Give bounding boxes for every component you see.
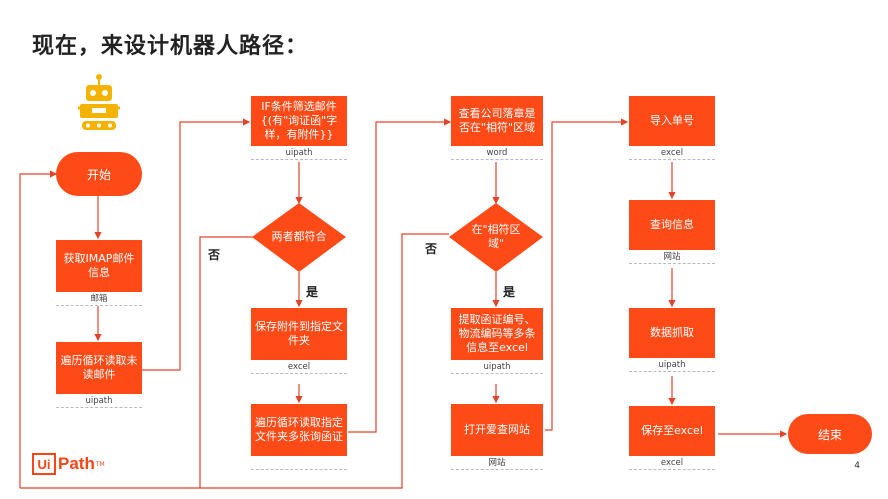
arrow-return-to-start: [19, 170, 58, 488]
label-no: 否: [208, 248, 221, 262]
robot-icon: [78, 74, 120, 130]
tag-website: 网站: [451, 457, 543, 470]
arrow-loop2-to-check: [348, 118, 452, 433]
page-number: 4: [854, 461, 860, 471]
arrow-loop-to-filter: [142, 118, 251, 371]
step-extract-info: 提取函证编号、物流编码等多条信息至excel: [451, 308, 543, 360]
step-open-website: 打开爱查网站: [451, 404, 543, 456]
decision-both-match: 两者都符合: [271, 230, 327, 243]
end-terminal: 结束: [788, 414, 872, 454]
step-loop-unread-mail: 遍历循环读取未读邮件: [56, 342, 142, 394]
logo-trademark: TM: [95, 460, 105, 468]
label-no: 否: [425, 242, 438, 256]
label-yes: 是: [306, 285, 319, 299]
page-title: 现在，来设计机器人路径：: [32, 34, 309, 59]
logo-mark: Ui: [32, 453, 56, 475]
tag-mailbox: 邮箱: [56, 293, 142, 306]
step-save-to-excel: 保存至excel: [629, 406, 715, 456]
step-check-stamp: 查看公司落章是否在"相符"区域: [451, 96, 543, 146]
tag-uipath: uipath: [451, 361, 543, 374]
tag-empty: [251, 457, 347, 470]
tag-excel: excel: [251, 361, 347, 374]
no-branch-col2: [199, 236, 258, 488]
step-filter-mail: IF条件筛选邮件{(有"询证函"字样，有附件}}: [251, 96, 347, 146]
decision-diamond-col2: [252, 203, 346, 272]
label-yes: 是: [503, 285, 516, 299]
tag-website: 网站: [629, 251, 715, 264]
uipath-logo: Ui Path TM: [32, 453, 105, 475]
logo-text: Path: [58, 454, 95, 473]
step-loop-read-letters: 遍历循环读取指定文件夹多张询函证: [251, 404, 347, 456]
tag-uipath: uipath: [629, 359, 715, 372]
start-terminal: 开始: [56, 152, 142, 196]
arrow-open-to-import: [545, 118, 629, 431]
tag-uipath: uipath: [56, 395, 142, 408]
decision-in-match-area: 在"相符区域": [471, 223, 521, 250]
tag-uipath: uipath: [251, 147, 347, 160]
step-import-numbers: 导入单号: [629, 96, 715, 146]
step-query-info: 查询信息: [629, 200, 715, 250]
tag-excel: excel: [629, 457, 715, 470]
tag-word: word: [451, 147, 543, 160]
tag-excel: excel: [629, 147, 715, 160]
decision-diamond-col3: [449, 203, 543, 272]
step-get-imap-mail: 获取IMAP邮件信息: [56, 240, 142, 292]
step-data-scraping: 数据抓取: [629, 308, 715, 358]
no-branch-col3: [200, 233, 449, 489]
step-save-attachments: 保存附件到指定文件夹: [251, 308, 347, 360]
